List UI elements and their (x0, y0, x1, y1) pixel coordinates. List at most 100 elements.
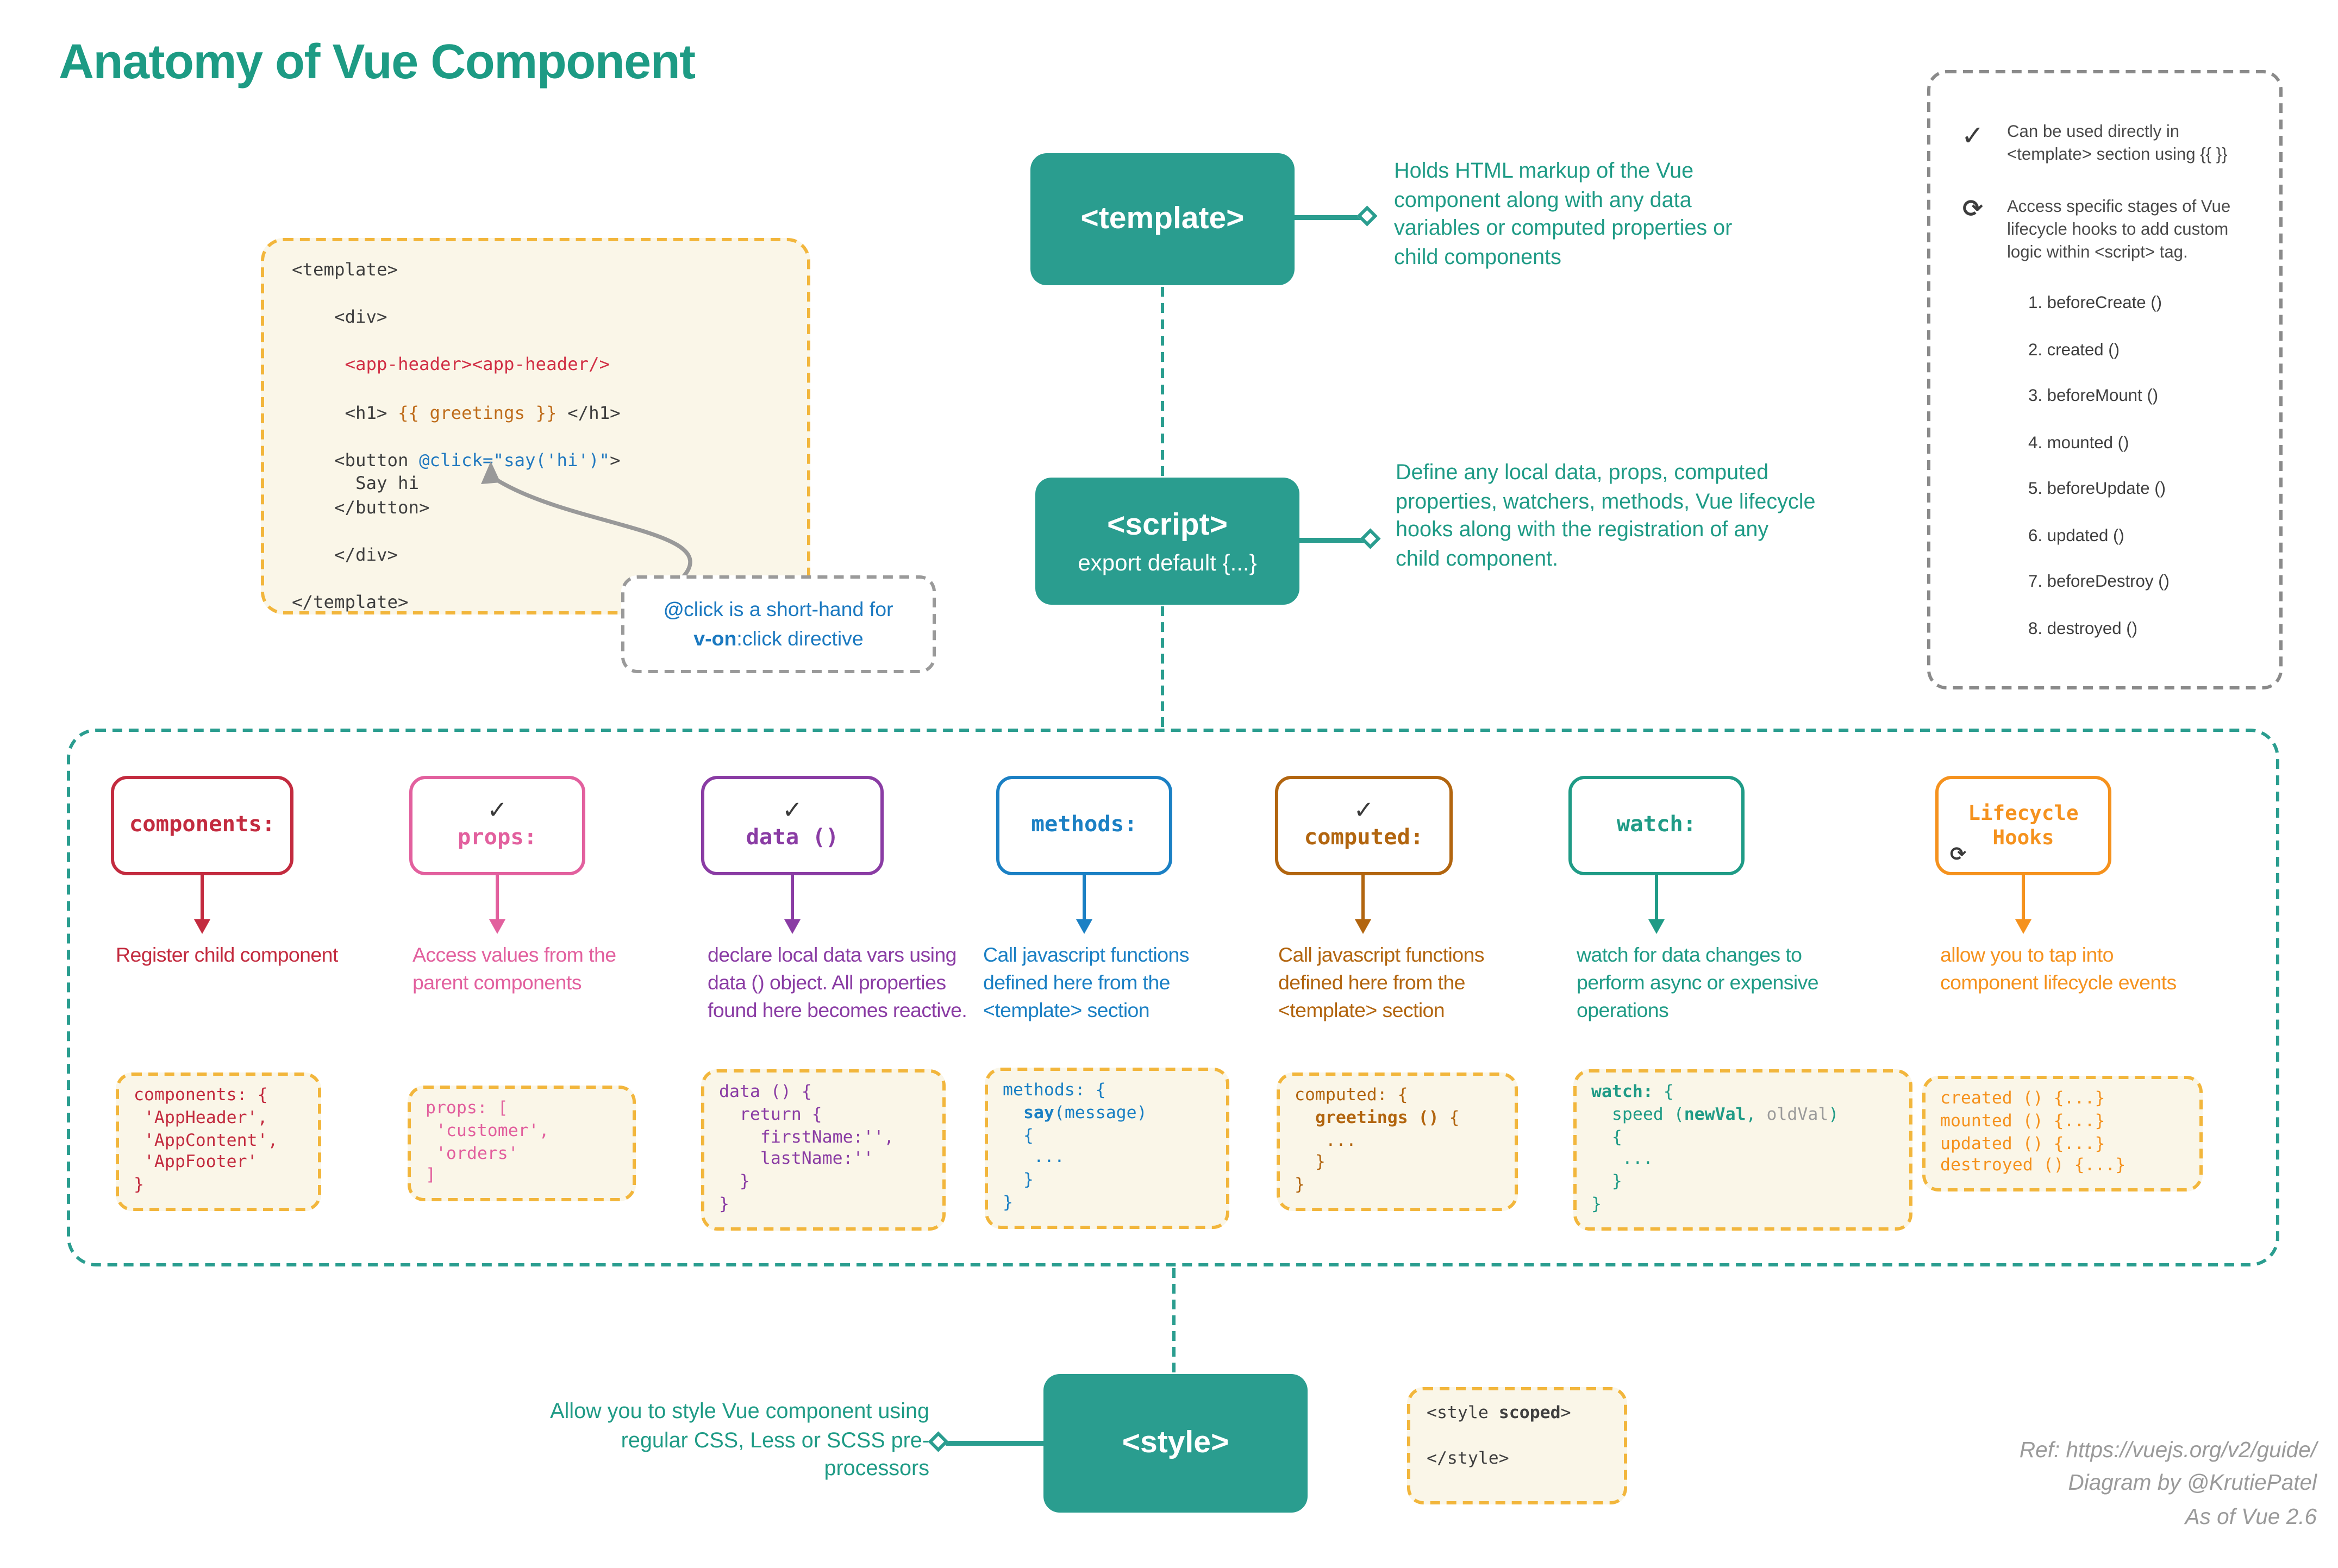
check-icon: ✓ (1961, 121, 1985, 152)
methods-header-box: methods: (996, 776, 1172, 875)
check-icon: ✓ (487, 797, 508, 825)
code-line: created () {...} (1940, 1089, 2185, 1111)
code-line: 'AppHeader', (134, 1108, 303, 1130)
code-line: { (1003, 1126, 1211, 1148)
lifecycle-hook-item: 2. created () (2028, 342, 2120, 360)
code-segment: newVal (1684, 1105, 1746, 1125)
code-segment: } (1003, 1170, 1034, 1190)
code-segment: <h1> (292, 402, 398, 423)
code-line: } (719, 1195, 928, 1217)
lifecycle-code: created () {...}mounted () {...}updated … (1940, 1089, 2185, 1179)
code-line: methods: { (1003, 1081, 1211, 1103)
lifecycle-hook-item: 8. destroyed () (2028, 620, 2137, 639)
code-segment: created () {...} (1940, 1089, 2105, 1108)
refresh-icon: ⟳ (1950, 843, 1967, 865)
code-segment: { (1003, 1125, 1034, 1145)
code-segment: } (719, 1194, 729, 1214)
style-description: Allow you to style Vue component using r… (550, 1398, 929, 1481)
components-code: components: { 'AppHeader', 'AppContent',… (134, 1086, 303, 1198)
code-segment: } (1591, 1194, 1602, 1214)
code-segment: } (134, 1175, 144, 1195)
code-line: 'customer', (426, 1121, 618, 1143)
watch-header-box: watch: (1568, 776, 1745, 875)
code-line: props: [ (426, 1099, 618, 1121)
code-line: } (1295, 1153, 1500, 1175)
legend-refresh-text: Access specific stages of Vue lifecycle … (2007, 199, 2231, 263)
code-line: Say hi (292, 473, 797, 497)
code-segment: <style (1427, 1403, 1499, 1423)
lifecycle-hook-item: 7. beforeDestroy () (2028, 574, 2170, 592)
code-segment: <button (292, 449, 420, 471)
callout-text-1: click is a short-hand for (683, 598, 893, 621)
callout-at: @ (664, 598, 684, 621)
code-line: components: { (134, 1086, 303, 1108)
code-line: } (1003, 1171, 1211, 1193)
footer-version: As of Vue 2.6 (2185, 1503, 2317, 1528)
script-node-box: <script> export default {...} (1035, 478, 1299, 605)
code-line: return { (719, 1105, 928, 1127)
code-segment: } (1295, 1175, 1305, 1195)
code-segment: components: { (134, 1086, 268, 1105)
code-segment: { (1591, 1127, 1622, 1147)
code-segment: <template> (292, 259, 398, 280)
computed-label: computed: (1304, 825, 1424, 851)
code-line: </style> (1427, 1448, 1608, 1471)
code-line: computed: { (1295, 1086, 1500, 1108)
legend-panel: ✓ Can be used directly in <template> sec… (1927, 70, 2283, 689)
data-arrow (791, 875, 794, 921)
template-code: <template> <div> <app-header><app-header… (292, 259, 797, 616)
template-connector-line (1295, 215, 1363, 219)
code-segment (1295, 1108, 1315, 1127)
computed-code-snippet-box: computed: { greetings () { ... }} (1277, 1072, 1518, 1211)
code-segment: </style> (1427, 1448, 1509, 1468)
code-line: </div> (292, 544, 797, 568)
props-header-box: ✓props: (409, 776, 585, 875)
methods-code: methods: { say(message) { ... }} (1003, 1081, 1211, 1215)
watch-arrowhead-icon (1648, 919, 1665, 934)
code-segment: (message) (1054, 1103, 1147, 1123)
code-line: { (1591, 1127, 1895, 1150)
code-segment: watch: (1591, 1082, 1653, 1102)
style-code-snippet-box: <style scoped> </style> (1407, 1387, 1627, 1504)
components-arrowhead-icon (194, 919, 210, 934)
data-code-snippet-box: data () { return { firstName:'', lastNam… (701, 1069, 946, 1231)
callout-text-2: :click directive (736, 628, 864, 650)
code-segment: } (1591, 1172, 1622, 1192)
code-segment: > (610, 449, 621, 471)
code-segment: 'orders' (426, 1143, 518, 1163)
code-segment: </div> (292, 544, 398, 566)
style-connector-line (946, 1441, 1043, 1445)
script-description: Define any local data, props, computed p… (1396, 460, 1816, 571)
components-description: Register child component (116, 944, 338, 967)
code-line: } (1591, 1172, 1895, 1195)
code-segment: oldVal (1766, 1105, 1829, 1125)
data-arrowhead-icon (784, 919, 801, 934)
lifecycle-hooks-list: 1. beforeCreate () 2. created () 3. before… (2028, 296, 2266, 639)
props-arrowhead-icon (489, 919, 505, 934)
code-line: <app-header><app-header/> (292, 354, 797, 378)
computed-description: Call javascript functions defined here f… (1278, 944, 1485, 1021)
code-segment: ... (1591, 1150, 1653, 1170)
code-segment: > (1560, 1403, 1571, 1423)
code-line: greetings () { (1295, 1108, 1500, 1130)
code-segment: destroyed () {...} (1940, 1156, 2126, 1176)
footer-credits: Ref: https://vuejs.org/v2/guide/ Diagram… (2020, 1434, 2317, 1533)
code-segment: </button> (292, 497, 430, 518)
code-segment: Say hi (292, 473, 420, 495)
lifecycle-label: Lifecycle Hooks (1968, 800, 2079, 849)
callout-line-1: @click is a short-hand for (664, 595, 893, 624)
legend-item-refresh: ⟳ Access specific stages of Vue lifecycl… (1953, 197, 2266, 266)
template-node-box: <template> (1030, 153, 1295, 285)
style-connector-diamond (928, 1431, 949, 1452)
template-description: Holds HTML markup of the Vue component a… (1394, 158, 1733, 269)
components-label: components: (129, 811, 276, 838)
lifecycle-hook-item: 1. beforeCreate () (2028, 295, 2162, 313)
code-segment: <div> (292, 306, 387, 328)
code-segment: methods: { (1003, 1081, 1106, 1100)
code-segment: { (1653, 1082, 1674, 1102)
template-code-snippet-box: <template> <div> <app-header><app-header… (261, 238, 810, 614)
lifecycle-hook-item: 3. beforeMount () (2028, 388, 2159, 406)
template-connector-diamond (1356, 205, 1378, 227)
code-segment: props: [ (426, 1099, 508, 1118)
code-line: } (134, 1176, 303, 1198)
